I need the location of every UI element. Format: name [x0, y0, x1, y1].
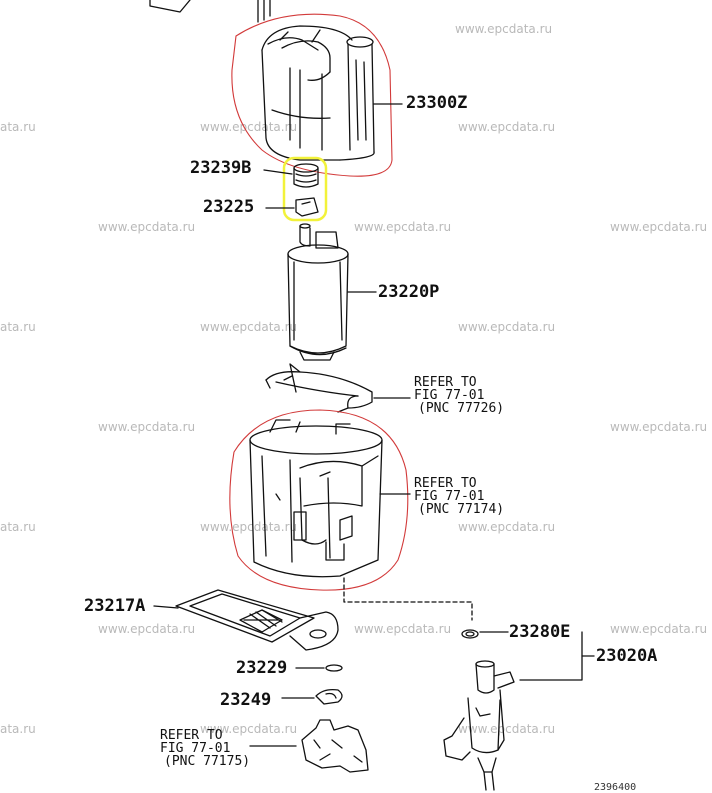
watermark: www.epcdata.ru [98, 420, 196, 434]
watermark: www.epcdata.ru [458, 520, 556, 534]
reference-note-77175: REFER TO FIG 77-01 (PNC 77175) [160, 729, 250, 768]
watermark: www.epcdata.ru [458, 120, 556, 134]
watermark: www.epcdata.ru [98, 622, 196, 636]
reference-note-77174: REFER TO FIG 77-01 (PNC 77174) [414, 477, 504, 516]
part-label-23220p: 23220P [378, 282, 440, 302]
watermark: www.epcdata.ru [458, 320, 556, 334]
fuel-strainer-23217a [175, 589, 339, 651]
watermark: www.epcdata.ru [354, 220, 452, 234]
washer-23229 [325, 664, 343, 672]
part-label-23229: 23229 [236, 658, 288, 678]
watermark: ata.ru [0, 120, 36, 134]
yellow-highlight-parts [282, 156, 328, 222]
cushion-23239b [293, 163, 319, 188]
pump-bracket [249, 419, 383, 578]
watermark: www.epcdata.ru [200, 520, 298, 534]
fuel-filter-23300z [261, 25, 375, 161]
red-highlight-filter [231, 13, 393, 177]
part-label-23217a: 23217A [84, 596, 146, 616]
watermark: www.epcdata.ru [98, 220, 196, 234]
ref-line: FIG 77-01 [414, 489, 485, 504]
watermark: ata.ru [0, 722, 36, 736]
watermark: www.epcdata.ru [610, 420, 708, 434]
gasket-23280e-inner [465, 631, 475, 637]
leader-line [263, 169, 293, 175]
dashed-link [343, 577, 473, 621]
lower-cushion [301, 719, 369, 773]
regulator-23020a [443, 660, 515, 791]
figure-code: 2396400 [594, 782, 637, 793]
ref-line: (PNC 77726) [418, 401, 505, 416]
watermark: www.epcdata.ru [610, 220, 708, 234]
ref-line: FIG 77-01 [160, 741, 231, 756]
watermark: www.epcdata.ru [458, 722, 556, 736]
red-highlight-bracket [229, 409, 409, 591]
gasket-23280e [461, 629, 479, 639]
ref-line: REFER TO [414, 476, 477, 491]
bracket-line [519, 631, 583, 681]
part-label-23280e: 23280E [509, 622, 571, 642]
filter-23225 [295, 197, 319, 217]
top-fragment [149, 0, 271, 23]
watermark: ata.ru [0, 320, 36, 334]
watermark: www.epcdata.ru [200, 120, 298, 134]
part-label-23225: 23225 [203, 197, 255, 217]
leader-line [153, 605, 179, 609]
part-label-23020a: 23020A [596, 646, 658, 666]
set-plate [265, 363, 373, 413]
clip-23249 [315, 688, 343, 705]
part-label-23239b: 23239B [190, 158, 252, 178]
ref-line: (PNC 77175) [164, 754, 251, 769]
part-label-23249: 23249 [220, 690, 272, 710]
part-label-23300z: 23300Z [406, 93, 468, 113]
ref-line: REFER TO [160, 728, 223, 743]
watermark: ata.ru [0, 520, 36, 534]
reference-note-77726: REFER TO FIG 77-01 (PNC 77726) [414, 376, 504, 415]
watermark: www.epcdata.ru [200, 722, 298, 736]
fuel-pump-23220p [287, 223, 349, 361]
ref-line: REFER TO [414, 375, 477, 390]
ref-line: FIG 77-01 [414, 388, 485, 403]
watermark: www.epcdata.ru [354, 622, 452, 636]
ref-line: (PNC 77174) [418, 502, 505, 517]
watermark: www.epcdata.ru [455, 22, 553, 36]
watermark: www.epcdata.ru [610, 622, 708, 636]
watermark: www.epcdata.ru [200, 320, 298, 334]
